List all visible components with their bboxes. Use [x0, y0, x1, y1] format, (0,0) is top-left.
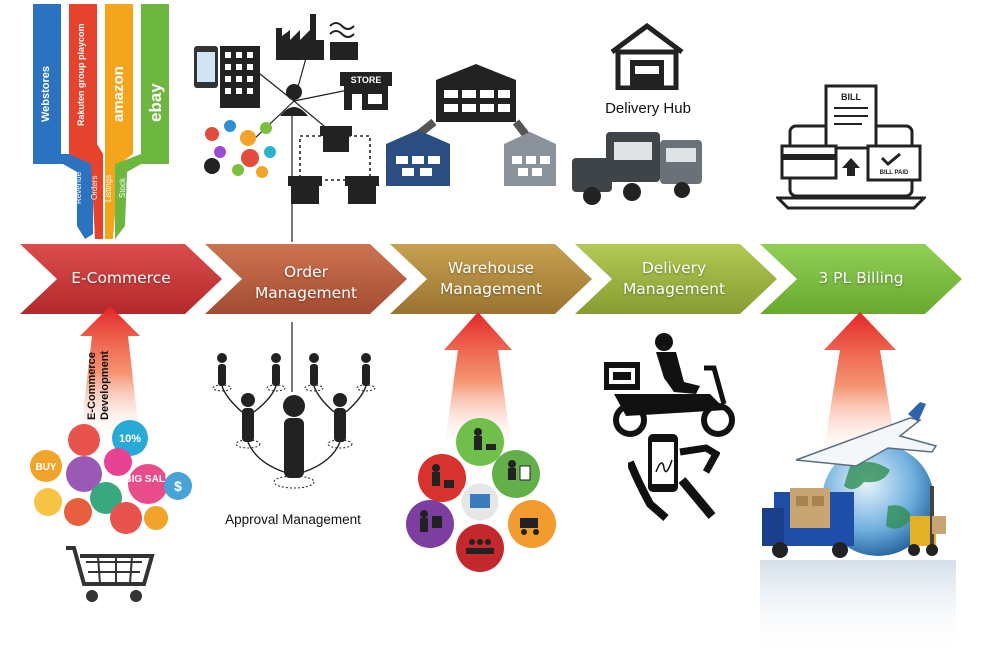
chevron-stage-2 [205, 244, 407, 314]
ribbon-metric-orders: Orders [90, 175, 99, 200]
delivery-hub-label: Delivery Hub [605, 100, 691, 117]
marketplace-ribbons: Webstores Rakuten group playcom amazon e… [28, 4, 174, 240]
delivery-hub-icon [608, 22, 686, 90]
warehouse-process-circles [400, 416, 560, 576]
up-arrow-billing [822, 312, 898, 460]
ecommerce-bubbles: 10% BUY BIG SALE $ [26, 420, 196, 610]
up-arrow-ecommerce [80, 306, 140, 440]
ribbon-metric-revenue: Revenue [74, 171, 83, 204]
stage-label-ecommerce: E-Commerce [71, 269, 171, 287]
ecommerce-development-label: E-Commerce Development [86, 350, 111, 420]
ribbon-label-ebay: ebay [146, 83, 165, 122]
sale-percent-text: 10% [119, 433, 141, 445]
delivery-scooter-icon [600, 330, 740, 440]
chevron-stage-5 [760, 244, 962, 314]
process-flow [0, 240, 986, 320]
stage-label-delivery-management: Delivery Management [622, 259, 726, 298]
stage-label-3pl-billing: 3 PL Billing [818, 269, 904, 287]
approval-management-label: Approval Management [225, 512, 361, 527]
stage-label-order-management: Order Management [254, 263, 358, 302]
warehouse-network-illustration [386, 60, 566, 190]
chevron-stage-4 [575, 244, 777, 314]
dollar-text: $ [174, 478, 182, 494]
store-sign-text: STORE [351, 75, 382, 85]
order-network-illustration: STORE [190, 6, 405, 242]
buy-text: BUY [35, 462, 56, 473]
stage-label-warehouse-management: Warehouse Management [439, 259, 543, 298]
ribbon-metric-stock: Stock [118, 177, 127, 198]
delivery-phone-signature-icon [628, 432, 720, 522]
chevron-stage-1 [20, 244, 222, 314]
chevron-stage-3 [390, 244, 592, 314]
approval-hierarchy-icon [206, 322, 382, 498]
logistics-globe-truck-image [760, 396, 956, 656]
upward-arrows [80, 306, 898, 460]
billing-laptop-icon: BILL BILL PAID [776, 82, 926, 212]
up-arrow-warehouse [444, 312, 512, 450]
ribbon-label-amazon: amazon [110, 66, 127, 122]
ribbon-label-webstores: Webstores [40, 65, 52, 122]
bill-title: BILL [841, 92, 861, 102]
delivery-trucks-icon [570, 128, 706, 208]
bill-paid-stamp: BILL PAID [880, 170, 909, 176]
big-sale-text: BIG SALE [124, 474, 172, 485]
ribbon-metric-listings: Listings [104, 174, 113, 202]
ribbon-label-playcom: Rakuten group playcom [76, 23, 86, 126]
